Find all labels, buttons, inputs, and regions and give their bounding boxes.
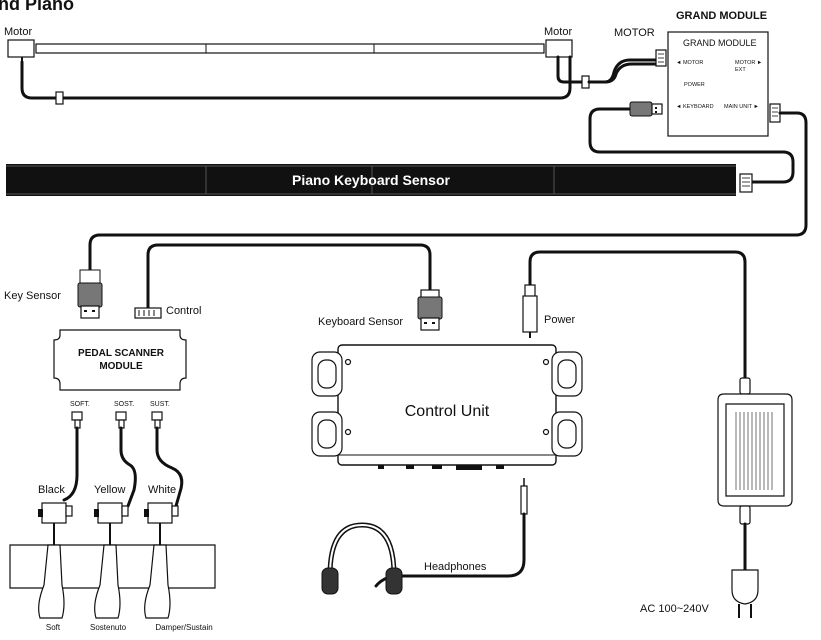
motor-left: Motor [4, 26, 35, 62]
motor-right: Motor [544, 26, 573, 58]
port-soft-label: SOFT. [70, 401, 90, 408]
svg-text:PEDAL SCANNER: PEDAL SCANNER [78, 348, 165, 359]
ac-plug [731, 569, 759, 618]
port-sust-label: SUST. [150, 401, 170, 408]
svg-text:MOTOR ►: MOTOR ► [735, 60, 762, 66]
usb-plug-keyboard-port [624, 101, 663, 117]
power-label: Power [544, 314, 576, 326]
keyboard-sensor-label: Keyboard Sensor [318, 316, 403, 328]
keyboard-sensor-usb-plug [417, 289, 443, 331]
power-plug [522, 284, 538, 338]
pedal-board [9, 544, 216, 619]
control-connector [134, 307, 162, 319]
color-black-label: Black [38, 484, 65, 496]
svg-text:◄ KEYBOARD: ◄ KEYBOARD [676, 104, 714, 110]
headphones-label: Headphones [424, 561, 487, 573]
port-sost-label: SOST. [114, 401, 134, 408]
headphone-jack [520, 478, 528, 515]
key-sensor-label: Key Sensor [4, 290, 61, 302]
piano-keyboard-sensor: Piano Keyboard Sensor [6, 164, 736, 196]
pedal-switch-soft [38, 502, 73, 545]
motor-connector [655, 49, 667, 67]
svg-text:◄ MOTOR: ◄ MOTOR [676, 60, 703, 66]
pedal-soft-label: Soft [46, 623, 61, 632]
pedal-switch-sostenuto [94, 502, 129, 545]
svg-text:MAIN UNIT ►: MAIN UNIT ► [724, 104, 759, 110]
svg-text:Motor: Motor [544, 26, 572, 38]
motor-port-label: MOTOR [614, 27, 655, 39]
svg-text:EXT: EXT [735, 67, 746, 73]
pedal-sustain-label: Damper/Sustain [155, 623, 212, 632]
headphones-icon [321, 522, 403, 595]
pedal-switch-sustain [144, 502, 179, 545]
cable-clip [55, 91, 64, 105]
grand-module-heading: GRAND MODULE [676, 10, 767, 22]
key-sensor-usb-plug [77, 269, 103, 319]
color-white-label: White [148, 484, 176, 496]
svg-text:Motor: Motor [4, 26, 32, 38]
ac-adapter [717, 377, 793, 525]
svg-text:GRAND MODULE: GRAND MODULE [683, 38, 757, 48]
svg-text:Control Unit: Control Unit [405, 403, 490, 420]
svg-text:MODULE: MODULE [99, 361, 143, 372]
ac-power-label: AC 100~240V [640, 603, 709, 615]
keyboard-sensor-connector [739, 173, 753, 193]
page-title: nd Piano [0, 0, 74, 14]
pedal-scanner-module: PEDAL SCANNER MODULE [53, 329, 187, 391]
motor-rail [35, 43, 545, 54]
pedal-sostenuto-label: Sostenuto [90, 623, 127, 632]
grand-module: GRAND MODULE ◄ MOTOR MOTOR ► EXT POWER ◄… [667, 31, 769, 137]
control-unit: Control Unit [311, 344, 583, 470]
control-label: Control [166, 305, 201, 317]
svg-text:POWER: POWER [684, 82, 705, 88]
svg-text:Piano Keyboard Sensor: Piano Keyboard Sensor [292, 172, 450, 188]
color-yellow-label: Yellow [94, 484, 125, 496]
